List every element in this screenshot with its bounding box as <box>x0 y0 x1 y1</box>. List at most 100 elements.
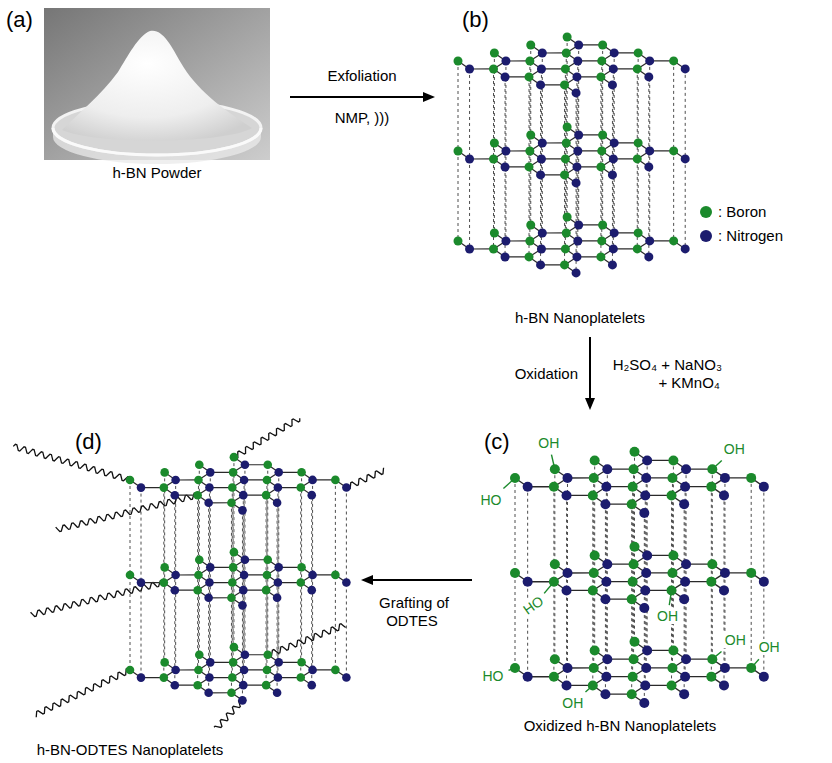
odtes-chain <box>36 668 130 717</box>
nitrogen-atom <box>562 680 572 690</box>
boron-atom <box>193 491 202 500</box>
boron-atom <box>229 468 238 477</box>
boron-atom <box>263 666 272 675</box>
nitrogen-atom <box>639 698 649 708</box>
dish-wall <box>53 128 261 164</box>
boron-atom <box>563 212 572 221</box>
boron-atom <box>160 483 169 492</box>
boron-atom <box>634 138 643 147</box>
nitrogen-atom <box>608 170 617 179</box>
nitrogen-atom <box>641 473 651 483</box>
boron-atom <box>561 244 570 253</box>
text-slot: (c) <box>484 429 510 455</box>
boron-atom <box>706 672 716 682</box>
boron-atom <box>454 57 463 66</box>
nitrogen-atom <box>501 252 510 261</box>
boron-atom <box>667 490 677 500</box>
text-slot: (b) <box>462 7 489 33</box>
reagent-label: NMP, ))) <box>333 109 392 126</box>
odtes-chain <box>346 468 383 489</box>
nitrogen-atom <box>719 680 729 690</box>
panel-letter: (d) <box>75 429 102 454</box>
boron-atom <box>229 563 238 572</box>
nitrogen-atom <box>537 244 546 253</box>
odtes-chain <box>234 418 300 458</box>
stacking-lines <box>130 37 764 703</box>
boron-atom <box>561 154 570 163</box>
boron-atom <box>263 460 272 469</box>
nitrogen-atom <box>537 64 546 73</box>
legend-text: : Nitrogen <box>718 227 783 244</box>
nitrogen-atom <box>572 88 581 97</box>
nitrogen-atom <box>523 672 533 682</box>
boron-atom <box>707 654 717 664</box>
nitrogen-atom <box>137 483 146 492</box>
boron-atom <box>668 550 678 560</box>
legend-row: : Boron <box>700 203 766 221</box>
boron-atom <box>597 236 606 245</box>
nitrogen-atom <box>273 688 282 697</box>
nitrogen-atom <box>720 663 730 673</box>
boron-atom <box>706 482 716 492</box>
boron-atom <box>228 483 237 492</box>
nitrogen-atom <box>171 571 180 580</box>
boron-atom <box>549 577 559 587</box>
nitrogen-atom <box>645 56 654 65</box>
nitrogen-atom <box>609 154 618 163</box>
nitrogen-atom <box>572 268 581 277</box>
boron-atom <box>563 32 572 41</box>
boron-atom <box>550 654 560 664</box>
text-slot: OH <box>722 441 747 458</box>
boron-atom <box>525 56 534 65</box>
boron-atom <box>597 146 606 155</box>
text-slot: OH <box>723 632 748 649</box>
nitrogen-atom <box>501 56 510 65</box>
panel-caption: h-BN Powder <box>112 164 201 181</box>
text-slot: h-BN Nanoplatelets <box>515 309 645 327</box>
boron-atom <box>597 56 606 65</box>
reaction-arrow <box>367 579 472 581</box>
nitrogen-atom <box>680 482 690 492</box>
boron-atom <box>590 455 600 465</box>
boron-atom <box>525 72 534 81</box>
nitrogen-atom <box>238 601 247 610</box>
panel-caption: Oxidized h-BN Nanoplatelets <box>524 717 717 734</box>
boron-atom <box>510 568 520 578</box>
boron-atom <box>561 64 570 73</box>
nitrogen-atom <box>681 64 690 73</box>
boron-atom <box>228 673 237 682</box>
boron-atom <box>668 455 678 465</box>
boron-atom <box>590 550 600 560</box>
nitrogen-atom <box>573 146 582 155</box>
nitrogen-atom <box>562 585 572 595</box>
hydroxyl-group: OH <box>757 639 782 655</box>
nitrogen-atom <box>204 688 213 697</box>
text-slot: Oxidation <box>513 365 580 383</box>
boron-atom <box>454 147 463 156</box>
bn-sheet <box>454 32 690 97</box>
powder-mound <box>62 31 252 141</box>
legend-row: : Nitrogen <box>700 227 783 245</box>
boron-atom <box>562 48 571 57</box>
nitrogen-atom <box>719 585 729 595</box>
boron-atom <box>669 236 678 245</box>
panel-letter: (a) <box>6 7 33 32</box>
nitrogen-atom <box>274 673 283 682</box>
nitrogen-atom <box>681 464 691 474</box>
boron-atom <box>627 594 637 604</box>
panel: (d)h-BN-ODTES Nanoplatelets <box>5 428 357 762</box>
reaction-arrow <box>290 96 429 98</box>
boron-atom <box>629 559 639 569</box>
boron-atom <box>262 586 271 595</box>
nitrogen-atom <box>274 483 283 492</box>
boron-atom <box>633 154 642 163</box>
boron-atom <box>667 663 677 673</box>
nitrogen-atom <box>206 468 215 477</box>
nitrogen-atom <box>574 130 583 139</box>
nitrogen-atom <box>239 491 248 500</box>
boron-atom <box>588 490 598 500</box>
stacking-line-set <box>515 452 764 703</box>
photo-ground <box>44 8 270 160</box>
boron-atom <box>598 220 607 229</box>
boron-atom <box>627 689 637 699</box>
